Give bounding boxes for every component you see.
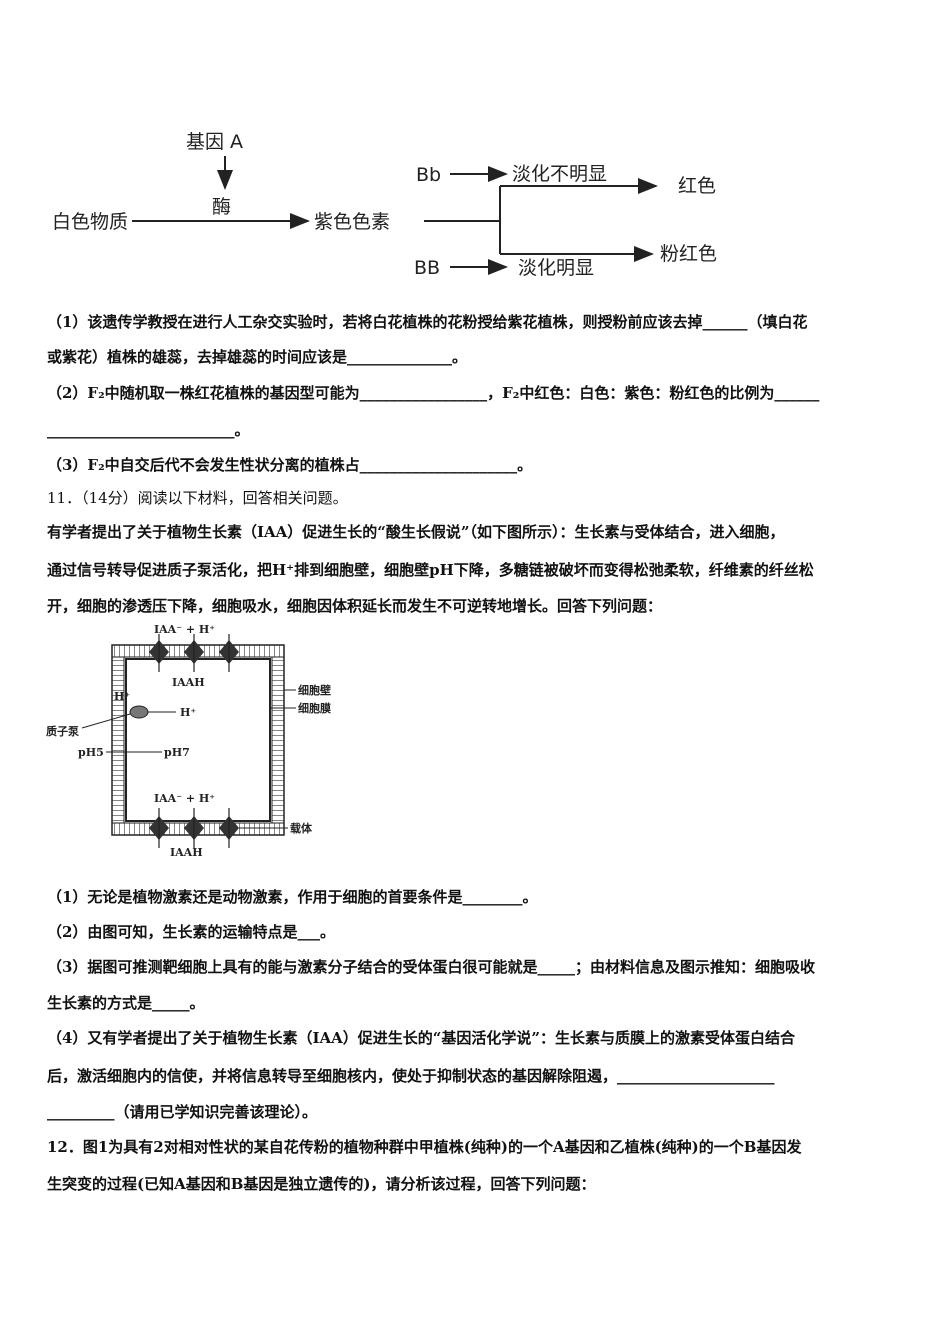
q11-part4-line2: 后，激活细胞内的信使，并将信息转导至细胞核内，使处于抑制状态的基因解除阻遏，__…: [47, 1067, 775, 1085]
enzyme-label: 酶: [212, 196, 231, 218]
q10-part3: （3）F₂中自交后代不会发生性状分离的植株占__________________…: [47, 456, 533, 474]
q10-part2-line2: _________________________。: [47, 421, 250, 439]
iaa-h-top-label: IAA⁻ + H⁺: [154, 623, 215, 636]
fade-weak-label: 淡化不明显: [512, 163, 607, 185]
q11-part4-line1: （4）又有学者提出了关于植物生长素（IAA）促进生长的“基因活化学说”：生长素与…: [47, 1029, 795, 1047]
iaah-bottom-label: IAAH: [170, 846, 203, 859]
q11-part1: （1）无论是植物激素还是动物激素，作用于细胞的首要条件是________。: [47, 888, 538, 906]
q11-passage-line2: 通过信号转导促进质子泵活化，把H⁺排到细胞壁，细胞壁pH下降，多糖链被破坏而变得…: [47, 561, 814, 579]
acid-growth-cell-diagram: IAA⁻ + H⁺ IAAH H⁺ H⁺ 质子泵 pH5 pH7 IAA⁻ + …: [46, 623, 331, 859]
q11-part3-line2: 生长素的方式是_____。: [47, 994, 205, 1012]
gene-a-label: 基因 A: [186, 131, 243, 153]
q12-line2: 生突变的过程(已知A基因和B基因是独立遗传的)，请分析该过程，回答下列问题：: [47, 1175, 596, 1193]
q11-passage-line1: 有学者提出了关于植物生长素（IAA）促进生长的“酸生长假说”（如下图所示）：生长…: [47, 523, 785, 541]
q11-part2: （2）由图可知，生长素的运输特点是___。: [47, 923, 335, 941]
q11-passage-line3: 开，细胞的渗透压下降，细胞吸水，细胞因体积延长而发生不可逆转地增长。回答下列问题…: [47, 597, 663, 615]
purple-pigment-label: 紫色色素: [314, 211, 390, 233]
carrier-label: 载体: [290, 821, 313, 835]
bb-heterozygous-label: Bb: [416, 164, 441, 186]
ph7-label: pH7: [164, 746, 190, 759]
q12-line1: 12．图1为具有2对相对性状的某自花传粉的植物种群中甲植株(纯种)的一个A基因和…: [47, 1138, 802, 1156]
cell-membrane-label: 细胞膜: [298, 701, 331, 715]
q10-part1-line1: （1）该遗传学教授在进行人工杂交实验时，若将白花植株的花粉授给紫花植株，则授粉前…: [47, 313, 808, 331]
cell-wall-label: 细胞壁: [298, 683, 331, 697]
q10-part1-line2: 或紫花）植株的雄蕊，去掉雄蕊的时间应该是______________。: [47, 348, 468, 366]
fade-strong-label: 淡化明显: [518, 257, 594, 279]
q10-part2-line1: （2）F₂中随机取一株红花植株的基因型可能为_________________，…: [47, 384, 820, 402]
iaa-h-bottom-label: IAA⁻ + H⁺: [154, 792, 215, 805]
bb-homozygous-label: BB: [414, 257, 440, 279]
white-substance-label: 白色物质: [52, 211, 128, 233]
pigment-pathway-diagram: 基因 A 酶 白色物质 紫色色素 Bb 淡化不明显 红色 BB 淡化明显 粉红色: [52, 131, 717, 279]
iaah-top-label: IAAH: [172, 676, 205, 689]
proton-pump-label: 质子泵: [46, 724, 79, 738]
h-plus-left-label: H⁺: [114, 690, 130, 703]
pink-label: 粉红色: [660, 243, 717, 265]
q11-header: 11．（14分）阅读以下材料，回答相关问题。: [47, 489, 348, 507]
red-label: 红色: [678, 175, 716, 197]
ph5-label: pH5: [78, 746, 104, 759]
h-plus-inner-label: H⁺: [180, 706, 196, 719]
q11-part4-line3: _________（请用已学知识完善该理论）。: [47, 1103, 318, 1121]
q11-part3-line1: （3）据图可推测靶细胞上具有的能与激素分子结合的受体蛋白很可能就是_____；由…: [47, 958, 815, 976]
